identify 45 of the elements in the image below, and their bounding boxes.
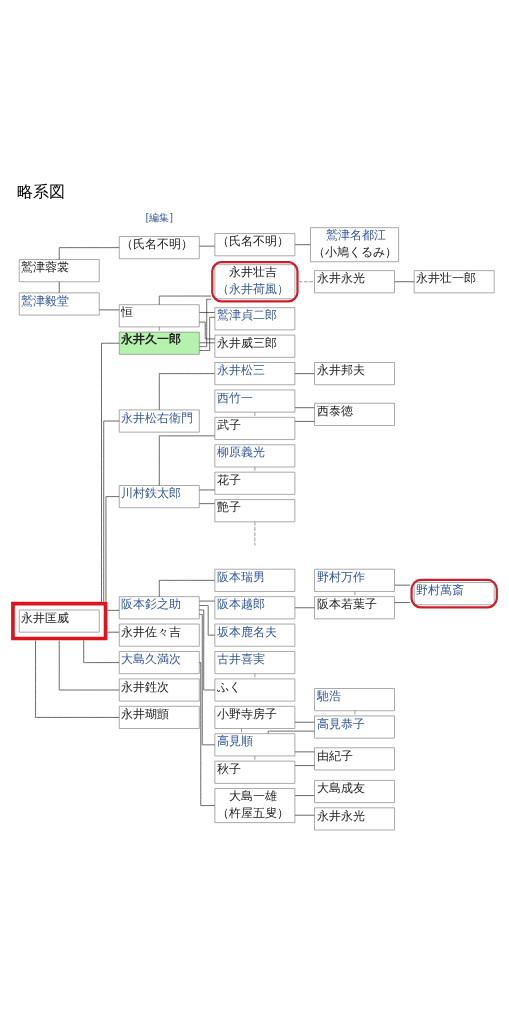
node-box: 永井匡威 [11, 601, 108, 640]
connector [294, 406, 315, 408]
connector [199, 613, 216, 745]
connector [101, 342, 120, 602]
connector [354, 590, 356, 597]
connector [199, 341, 216, 343]
connector [199, 298, 212, 347]
connector [254, 755, 256, 761]
connector [158, 295, 212, 305]
connector [199, 604, 216, 636]
connector [198, 609, 216, 690]
connector [254, 466, 256, 472]
connector [254, 672, 256, 679]
connector [294, 794, 315, 796]
connector [241, 727, 242, 734]
connector [158, 326, 160, 332]
connector [199, 316, 216, 351]
connector [199, 661, 216, 806]
connector [107, 609, 120, 611]
connector [199, 311, 216, 313]
connector [394, 280, 415, 282]
connector [294, 606, 315, 608]
connector [58, 639, 120, 690]
connector [394, 601, 411, 603]
diagram-title: 略系図 [17, 181, 66, 201]
connector [158, 435, 215, 486]
connector [105, 495, 120, 602]
connector [354, 709, 356, 716]
connector [267, 730, 315, 734]
connector [35, 639, 120, 718]
connector [294, 764, 315, 766]
connector [294, 420, 315, 422]
connector [199, 321, 216, 339]
connector [298, 280, 315, 282]
connector [254, 411, 256, 418]
connector [294, 372, 315, 374]
connector [199, 502, 216, 504]
connector [158, 372, 215, 410]
connector [294, 243, 311, 245]
connector [158, 579, 215, 597]
connector [83, 639, 120, 663]
connector [58, 281, 60, 293]
connector [103, 420, 120, 602]
label: [編集] [145, 211, 174, 223]
connector [254, 521, 256, 546]
